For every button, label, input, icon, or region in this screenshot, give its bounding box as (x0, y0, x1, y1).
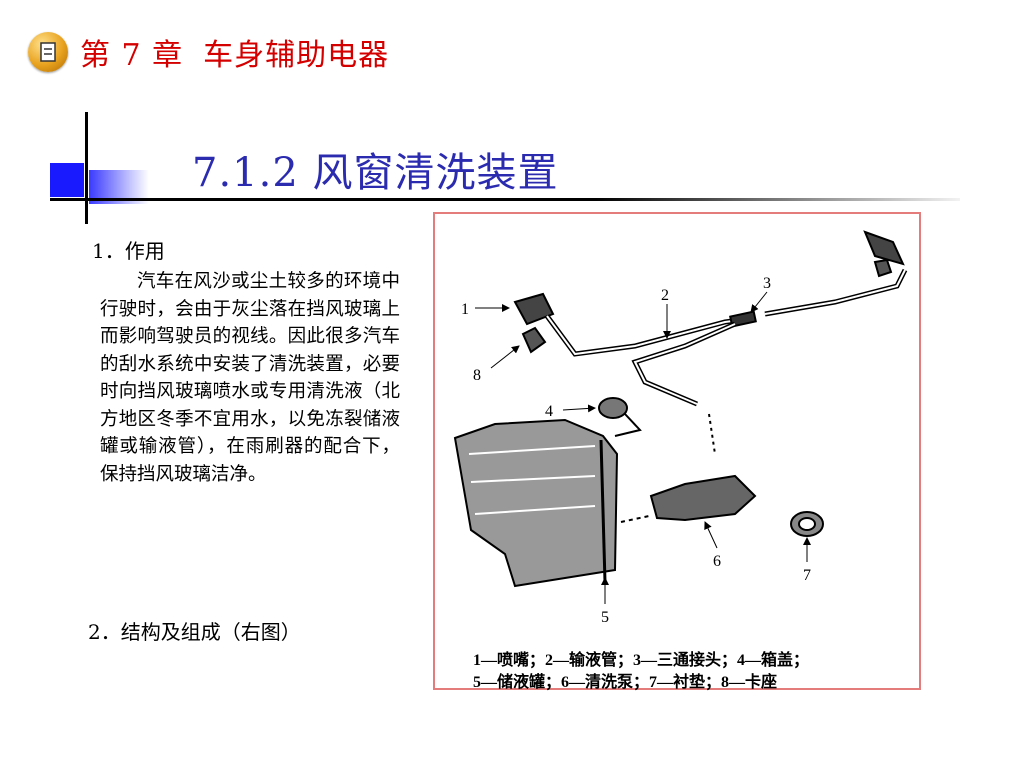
hose-right (764, 268, 908, 317)
figure-caption-line2: 5—储液罐；6—清洗泵；7—衬垫；8—卡座 (473, 674, 778, 691)
nozzle-left (513, 292, 555, 326)
label-1: 1 (461, 301, 469, 318)
figure-caption-line1: 1—喷嘴；2—输液管；3—三通接头；4—箱盖； (473, 652, 810, 669)
section-title: 7.1.2 风窗清洗装置 (192, 150, 559, 196)
clip-left (521, 326, 547, 354)
decor-vertical-line (85, 112, 88, 224)
label-6: 6 (713, 553, 721, 570)
decor-horizontal-line (50, 198, 960, 201)
tee-joint (729, 310, 757, 328)
label-7: 7 (803, 567, 811, 584)
heading-structure: 2．结构及组成（右图） (88, 620, 301, 644)
chapter-heading: 第 7 章车身辅助电器 (80, 30, 409, 74)
washer-pump (649, 474, 757, 522)
washer-diagram: 1 2 3 4 5 6 7 8 (453, 230, 908, 626)
label-3: 3 (763, 275, 771, 292)
chapter-number: 第 7 章 (80, 38, 184, 73)
tank-cap (598, 397, 628, 419)
washer-diagram-figure: 1 2 3 4 5 6 7 8 1—喷嘴；2—输液管；3—三通接头；4—箱盖； … (433, 212, 921, 691)
decor-blue-square (50, 163, 84, 197)
heading-function: 1．作用 (92, 239, 165, 263)
clip-right (873, 258, 893, 278)
label-5: 5 (601, 609, 609, 626)
nozzle-right (863, 230, 905, 266)
hose-down (631, 321, 737, 407)
chapter-title: 车身辅助电器 (203, 38, 390, 73)
label-2: 2 (661, 287, 669, 304)
reservoir-tank (453, 418, 619, 588)
chapter-header: 第 7 章车身辅助电器 (28, 30, 409, 74)
label-8: 8 (473, 367, 481, 384)
chapter-icon (28, 32, 68, 72)
function-paragraph: 汽车在风沙或尘土较多的环境中行驶时，会由于灰尘落在挡风玻璃上而影响驾驶员的视线。… (100, 271, 400, 485)
label-4: 4 (545, 403, 553, 420)
